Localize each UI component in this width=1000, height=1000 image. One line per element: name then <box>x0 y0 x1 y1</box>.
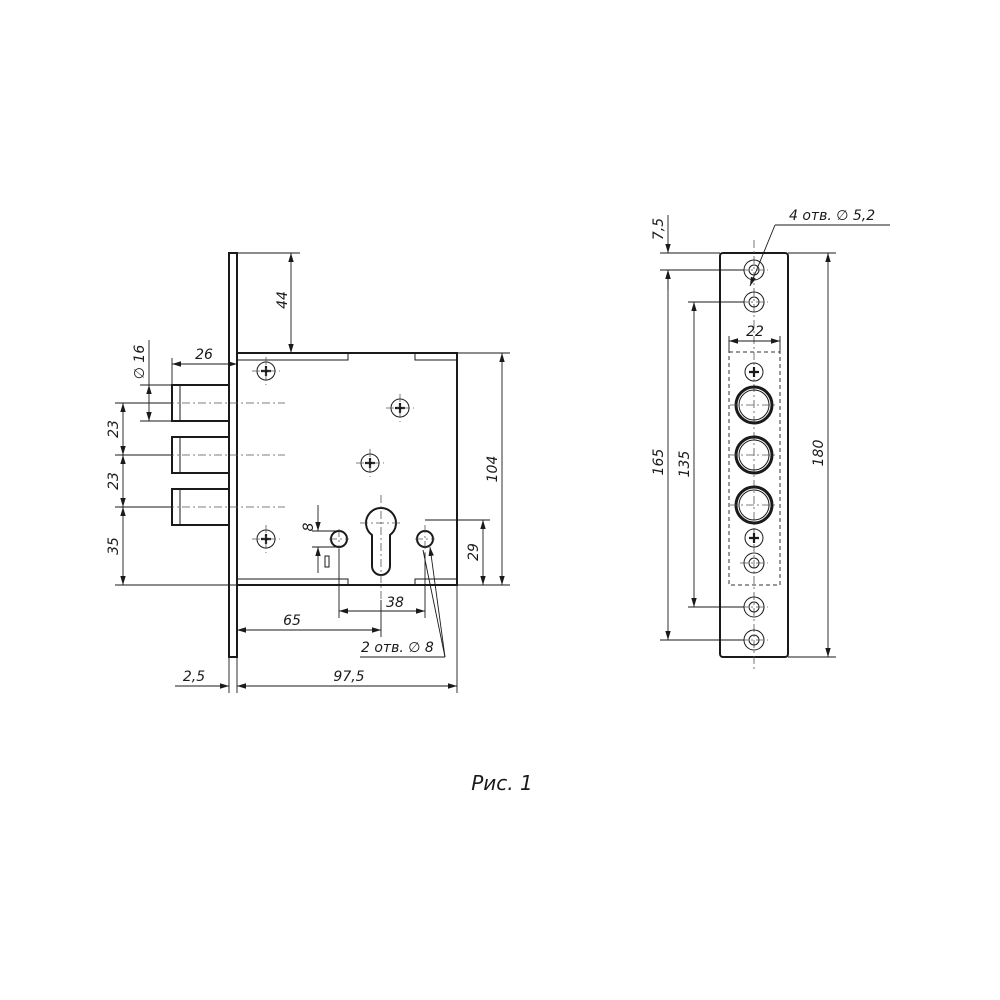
dim-38: 38 <box>386 595 404 611</box>
dim-26: 26 <box>195 347 213 363</box>
dim-23-b: 23 <box>106 472 122 490</box>
dim-7-5: 7,5 <box>651 218 667 240</box>
dim-23-a: 23 <box>106 420 122 438</box>
dim-135: 135 <box>677 451 693 478</box>
dim-8: 8 <box>301 522 317 531</box>
cylinder-cutout <box>365 507 397 576</box>
lock-body-view: 44 26 ∅ 16 23 23 35 104 29 8 38 <box>106 252 510 693</box>
dim-104: 104 <box>485 456 501 483</box>
figure-caption: Рис. 1 <box>471 771 533 795</box>
dim-29: 29 <box>466 543 482 561</box>
screw-icon <box>743 361 765 383</box>
dim-2-5: 2,5 <box>183 669 205 685</box>
lock-case <box>236 352 458 586</box>
note-4-holes: 4 отв. ∅ 5,2 <box>789 208 875 224</box>
strike-pocket <box>728 351 781 586</box>
dim-35: 35 <box>106 537 122 555</box>
dim-65: 65 <box>283 613 301 629</box>
dim-44: 44 <box>275 291 291 309</box>
dim-165: 165 <box>651 449 667 476</box>
dim-97-5: 97,5 <box>333 669 364 685</box>
dim-180: 180 <box>811 440 827 467</box>
dim-d16: ∅ 16 <box>132 345 148 380</box>
strike-plate-view: 7,5 165 135 180 22 4 отв. ∅ 5,2 <box>651 208 890 670</box>
note-2-holes: 2 отв. ∅ 8 <box>361 640 434 656</box>
dim-22: 22 <box>746 324 764 340</box>
